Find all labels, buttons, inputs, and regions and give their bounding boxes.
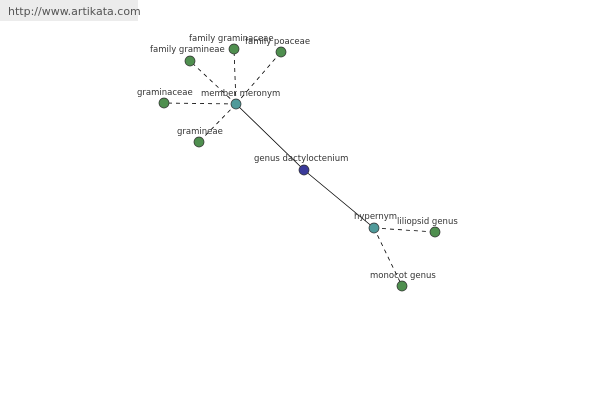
node-monocot-genus[interactable] (396, 280, 408, 292)
label-hypernym[interactable]: hypernym (354, 212, 397, 222)
graph-nodes (158, 43, 441, 292)
label-graminaceae[interactable]: graminaceae (137, 88, 193, 98)
node-gramineae[interactable] (193, 136, 205, 148)
node-family-poaceae[interactable] (275, 46, 287, 58)
graph-edges (163, 48, 436, 287)
label-liliopsid-genus[interactable]: liliopsid genus (397, 217, 458, 227)
label-family-poaceae[interactable]: family poaceae (245, 37, 310, 47)
label-gramineae[interactable]: gramineae (177, 127, 223, 137)
node-family-gramineae[interactable] (184, 55, 196, 67)
node-member-meronym[interactable] (230, 98, 242, 110)
node-family-graminaceae[interactable] (228, 43, 240, 55)
label-family-gramineae[interactable]: family gramineae (150, 45, 225, 55)
edge-member-meronym-gramineae (198, 103, 237, 143)
edge-hypernym-monocot-genus (373, 227, 403, 287)
edge-genus-dactyloctenium-member-meronym (235, 103, 305, 171)
node-liliopsid-genus[interactable] (429, 226, 441, 238)
label-family-graminaceae[interactable]: family graminaceae (189, 34, 274, 44)
source-banner: http://www.artikata.com (0, 0, 141, 21)
node-graminaceae[interactable] (158, 97, 170, 109)
source-link[interactable]: http://www.artikata.com (8, 5, 141, 18)
edge-member-meronym-family-gramineae (189, 60, 237, 105)
node-genus-dactyloctenium[interactable] (298, 164, 310, 176)
label-monocot-genus[interactable]: monocot genus (370, 271, 436, 281)
edge-member-meronym-family-poaceae (235, 51, 282, 105)
node-hypernym[interactable] (368, 222, 380, 234)
edge-member-meronym-family-graminaceae (233, 48, 237, 105)
edge-genus-dactyloctenium-hypernym (303, 169, 375, 229)
label-member-meronym[interactable]: member meronym (201, 89, 280, 99)
label-genus-dactyloctenium[interactable]: genus dactyloctenium (254, 154, 348, 164)
edge-member-meronym-graminaceae (163, 102, 237, 105)
edge-hypernym-liliopsid-genus (373, 227, 436, 233)
